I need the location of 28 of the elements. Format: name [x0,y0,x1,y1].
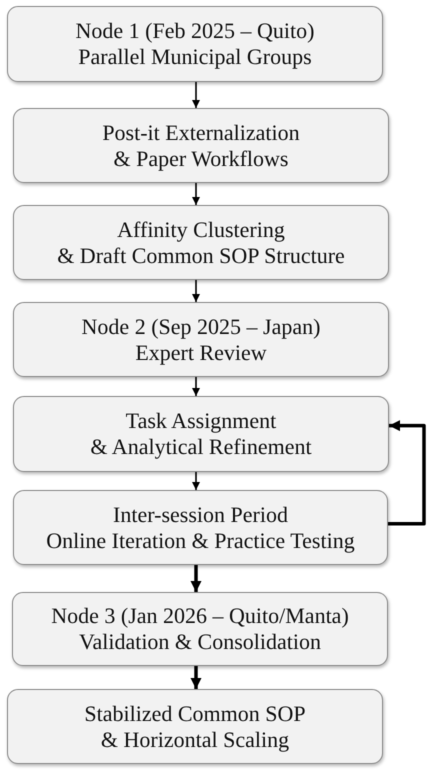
step-title: Node 1 (Feb 2025 – Quito) [76,18,314,44]
arrow [192,377,200,396]
arrow [192,280,200,302]
arrow [192,82,200,108]
process-box [7,689,383,764]
step-title: Inter-session Period [113,502,288,528]
step-description: Online Iteration & Practice Testing [46,528,355,554]
process-box [12,592,388,666]
process-box [13,396,389,472]
process-box [13,490,388,565]
step-description: Validation & Consolidation [79,629,321,655]
step-description: Parallel Municipal Groups [78,44,312,70]
process-box [13,205,389,280]
step-title: Node 3 (Jan 2026 – Quito/Manta) [51,603,349,629]
arrow [190,666,202,689]
step-label: Task Assignment & Analytical Refinement [90,408,312,460]
arrow [192,472,200,490]
step-title: Node 2 (Sep 2025 – Japan) [82,314,320,340]
feedback-arrow [388,420,426,526]
process-box [13,302,389,377]
step-label: Post-it Externalization & Paper Workflows [102,120,300,172]
step-label: Stabilized Common SOP & Horizontal Scaling [84,700,306,752]
arrow [190,565,202,592]
arrow [192,183,200,205]
step-label: Affinity Clustering & Draft Common SOP Structure [57,216,345,268]
process-box [7,6,383,82]
step-description: Expert Review [135,340,267,366]
process-box [13,108,389,183]
